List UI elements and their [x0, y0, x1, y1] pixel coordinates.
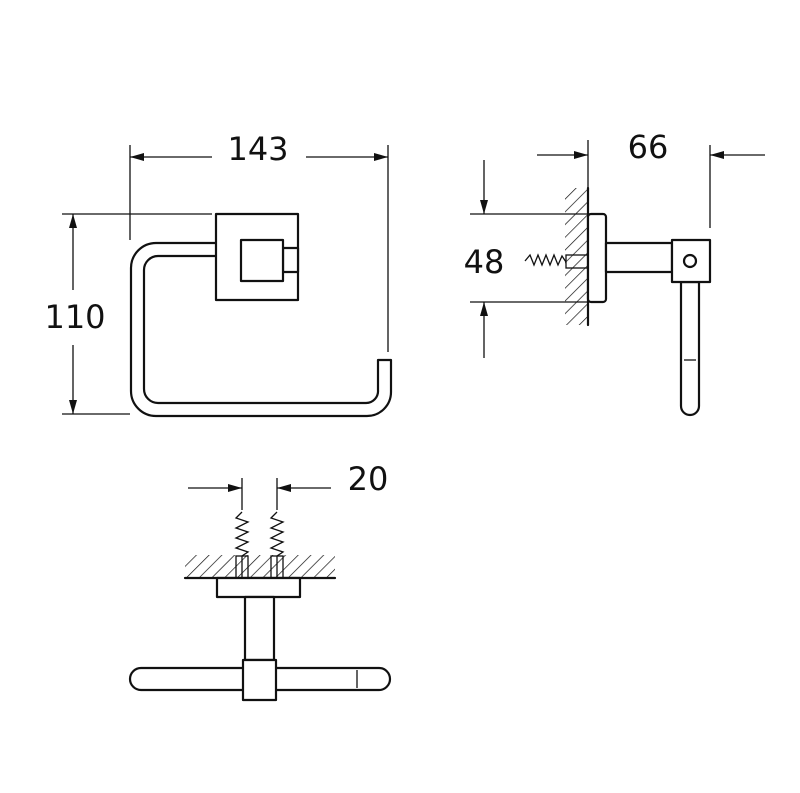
mount-block — [239, 238, 285, 283]
screw-spacing-dimension: 20 — [348, 460, 389, 498]
height-dimension: 110 — [44, 298, 105, 336]
side-view: 48 66 — [464, 128, 765, 417]
width-dimension: 143 — [227, 130, 288, 168]
top-view: 20 — [128, 460, 392, 702]
top-block — [241, 658, 278, 702]
depth-dimension: 66 — [628, 128, 669, 166]
hanging-bar — [679, 280, 701, 417]
rod — [604, 241, 674, 274]
ring-arm — [129, 241, 393, 418]
plate-height-dimension: 48 — [464, 243, 505, 281]
front-view: 143 110 — [44, 130, 393, 418]
side-block — [670, 238, 712, 284]
wall-hatch-top — [185, 555, 335, 578]
stub — [281, 246, 300, 274]
top-rod — [243, 595, 276, 662]
top-plate — [215, 576, 302, 599]
wall-hatch — [565, 188, 588, 325]
side-plate — [586, 212, 608, 304]
